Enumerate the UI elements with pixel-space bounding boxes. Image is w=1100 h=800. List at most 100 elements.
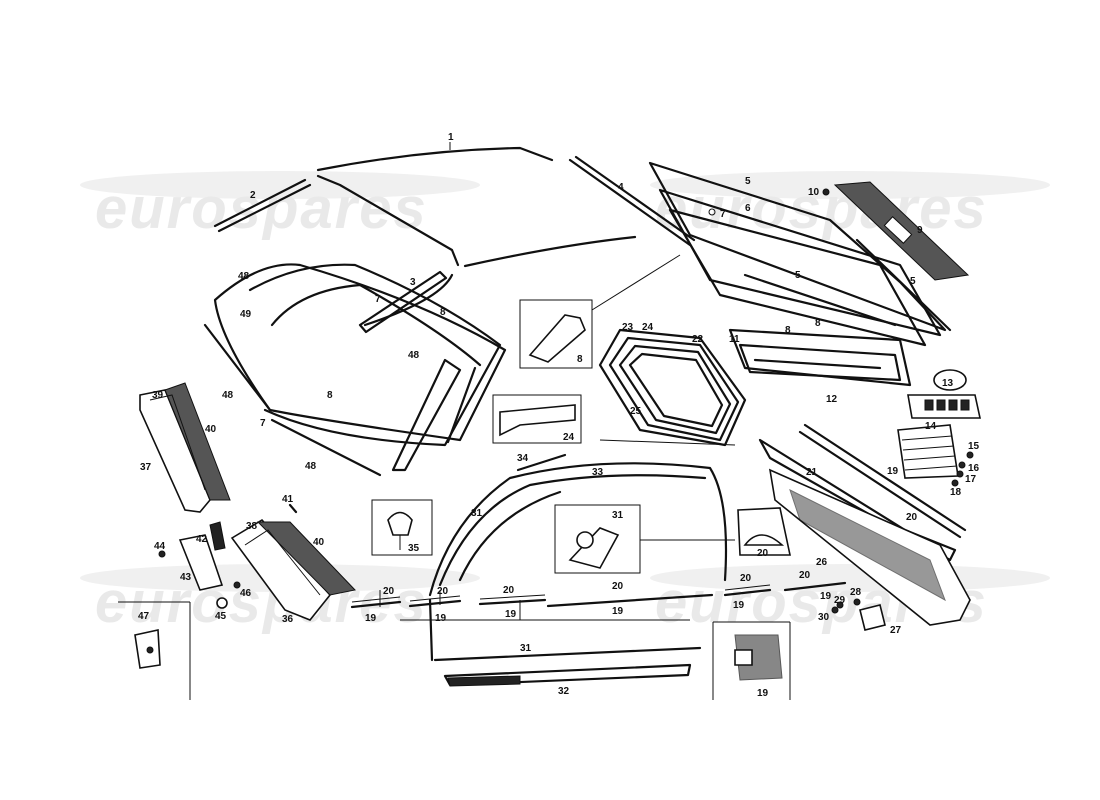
rear-side-window-part: [728, 328, 912, 387]
callout-38: 38: [246, 521, 258, 532]
callout-12: 12: [826, 394, 838, 405]
callout-7b: 7: [720, 209, 726, 220]
callout-5a: 5: [745, 176, 751, 187]
callout-20h: 20: [906, 512, 918, 523]
callout-31c: 31: [520, 643, 532, 654]
callout-19d: 19: [612, 606, 624, 617]
callout-20d: 20: [612, 581, 624, 592]
svg-text:eurospares: eurospares: [95, 176, 428, 241]
callout-43: 43: [180, 572, 192, 583]
callout-27: 27: [890, 625, 902, 636]
callout-44: 44: [154, 541, 166, 552]
callout-19f: 19: [820, 591, 832, 602]
sill-strips: [350, 581, 847, 609]
callout-48b: 48: [408, 350, 420, 361]
callout-8a: 8: [440, 307, 446, 318]
seal-section-inset: [519, 254, 681, 369]
callout-47: 47: [138, 611, 150, 622]
callout-4: 4: [618, 182, 624, 193]
callout-labels: 1 2 3 4 5 5 5 6 7 7 7 8 8 8 8 8 9 10 11 …: [138, 132, 980, 699]
callout-40a: 40: [205, 424, 217, 435]
callout-31a: 31: [471, 508, 483, 519]
callout-11: 11: [729, 334, 740, 345]
callout-21: 21: [806, 467, 818, 478]
callout-7c: 7: [260, 418, 266, 429]
callout-48c: 48: [222, 390, 234, 401]
callout-19a: 19: [365, 613, 377, 624]
callout-14: 14: [925, 421, 937, 432]
callout-7a: 7: [375, 294, 381, 305]
callout-2: 2: [250, 190, 256, 201]
left-vent-group: [139, 382, 231, 513]
callout-31b: 31: [612, 510, 624, 521]
callout-3: 3: [410, 277, 416, 288]
callout-25: 25: [630, 406, 642, 417]
push-clip-inset: [371, 499, 433, 556]
callout-28: 28: [850, 587, 862, 598]
callout-24b: 24: [563, 432, 575, 443]
watermark-top: eurospares eurospares: [80, 171, 1050, 241]
door-seal-group: [758, 423, 971, 626]
callout-23: 23: [622, 322, 634, 333]
callout-42: 42: [196, 534, 208, 545]
callout-34: 34: [517, 453, 529, 464]
callout-24a: 24: [642, 322, 654, 333]
callout-22: 22: [692, 334, 704, 345]
callout-13: 13: [942, 378, 954, 389]
fasteners-15-18: [951, 451, 974, 487]
callout-5c: 5: [910, 276, 916, 287]
callout-8c: 8: [815, 318, 821, 329]
rear-badge-part: [822, 181, 970, 281]
callout-20g: 20: [757, 548, 769, 559]
callout-20b: 20: [437, 586, 449, 597]
small-parts: [158, 503, 298, 609]
callout-32: 32: [558, 686, 570, 697]
callout-19c: 19: [505, 609, 517, 620]
seal-section-inset-20: [737, 507, 791, 556]
callout-16: 16: [968, 463, 980, 474]
callout-48d: 48: [305, 461, 317, 472]
callout-15: 15: [968, 441, 980, 452]
drip-strip-part: [213, 178, 312, 233]
callout-19b: 19: [435, 613, 447, 624]
callout-8d: 8: [785, 325, 791, 336]
callout-41: 41: [282, 494, 294, 505]
roof-moulding-part: [316, 142, 637, 268]
hardware-27-30: [831, 598, 886, 631]
callout-46: 46: [240, 588, 252, 599]
callout-1: 1: [448, 132, 454, 143]
right-vent-group: [230, 518, 356, 621]
callout-19g: 19: [757, 688, 769, 699]
vent-grille-part: [897, 424, 959, 479]
callout-18: 18: [950, 487, 962, 498]
windscreen-group: [203, 263, 507, 477]
callout-20c: 20: [503, 585, 515, 596]
callout-5b: 5: [795, 270, 801, 281]
quarter-window-group: [598, 328, 747, 447]
callout-20a: 20: [383, 586, 395, 597]
wiper-blade-part: [358, 270, 448, 334]
door-frame-part: [428, 453, 728, 662]
rear-window-group: [648, 161, 952, 347]
callout-20f: 20: [799, 570, 811, 581]
side-moulding-part: [433, 646, 702, 687]
callout-19e: 19: [733, 600, 745, 611]
callout-9: 9: [917, 225, 923, 236]
grille-badge-part: [907, 369, 981, 419]
callout-49: 49: [240, 309, 252, 320]
svg-text:eurospares: eurospares: [655, 176, 988, 241]
callout-20e: 20: [740, 573, 752, 584]
callout-19h: 19: [887, 466, 899, 477]
callout-30: 30: [818, 612, 830, 623]
callout-39: 39: [152, 390, 164, 401]
callout-37: 37: [140, 462, 152, 473]
callout-17: 17: [965, 474, 977, 485]
callout-45: 45: [215, 611, 227, 622]
callout-40b: 40: [313, 537, 325, 548]
callout-29: 29: [834, 595, 846, 606]
clip-inset-47: [118, 601, 191, 700]
seal-section-inset-19: [712, 621, 791, 700]
callout-10: 10: [808, 187, 820, 198]
callout-35: 35: [408, 543, 420, 554]
callout-48a: 48: [238, 271, 250, 282]
